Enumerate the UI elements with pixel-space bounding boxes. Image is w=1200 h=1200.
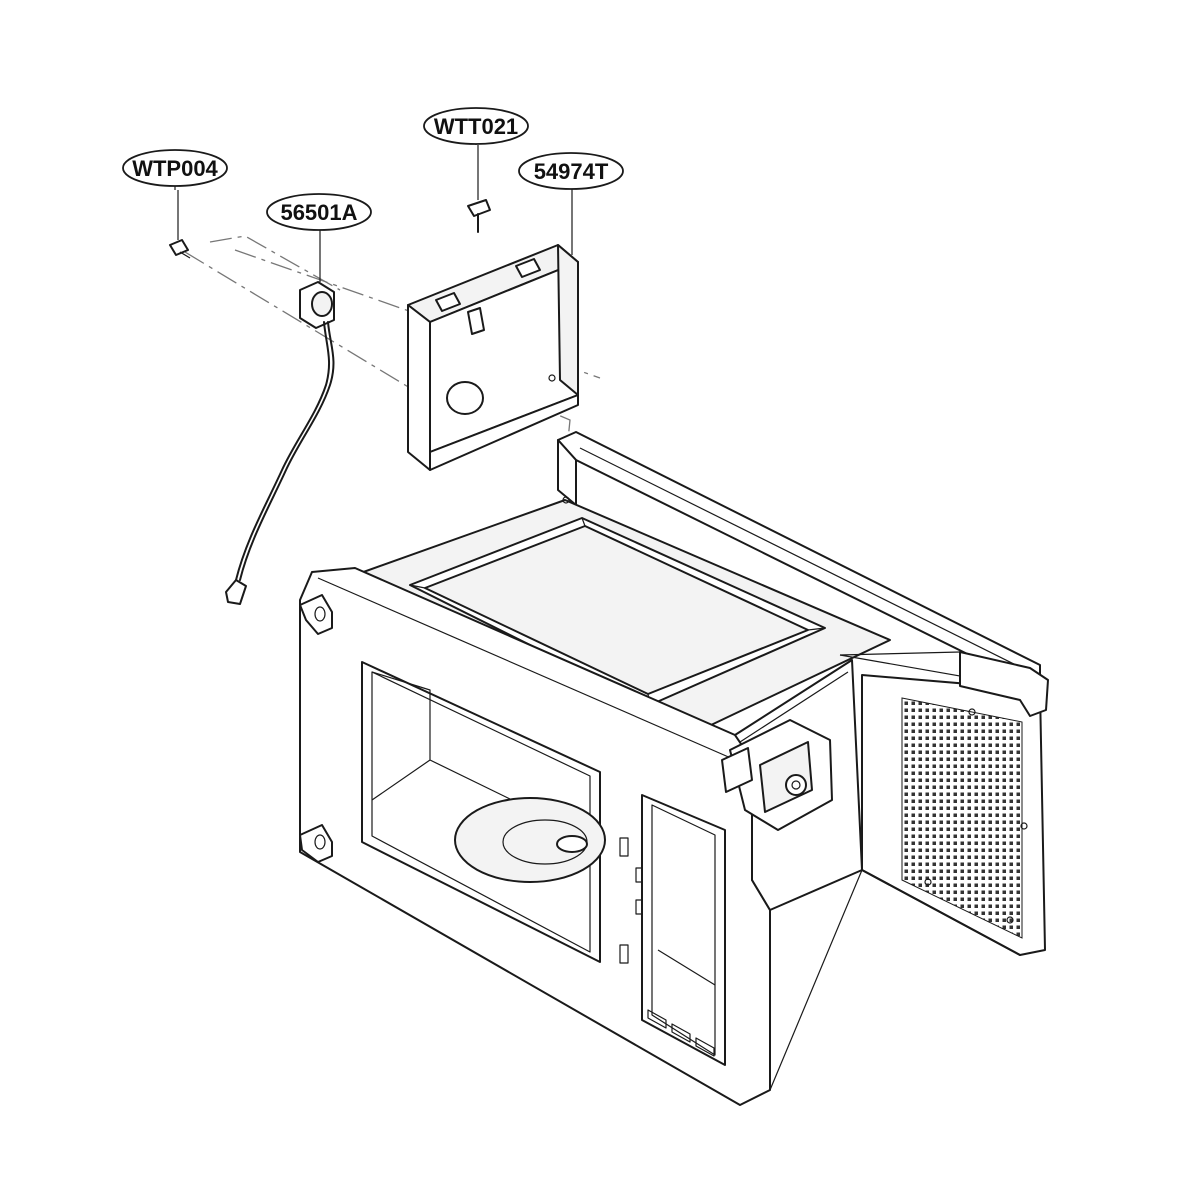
callout-wtp004: WTP004 xyxy=(122,149,228,187)
sensor-56501a xyxy=(225,232,335,605)
screw-wtt021 xyxy=(467,145,491,233)
callout-wtt021: WTT021 xyxy=(423,107,529,145)
cover-54974t xyxy=(407,192,579,471)
callout-label: 54974T xyxy=(534,159,609,184)
callout-label: 56501A xyxy=(280,200,357,225)
cavity-chassis xyxy=(299,431,1049,1106)
callout-label: WTT021 xyxy=(434,114,518,139)
screw-wtp004 xyxy=(169,190,191,259)
callout-label: WTP004 xyxy=(132,156,218,181)
callout-54974t: 54974T xyxy=(518,152,624,190)
callout-leaders xyxy=(174,142,573,232)
callout-56501a: 56501A xyxy=(266,193,372,231)
